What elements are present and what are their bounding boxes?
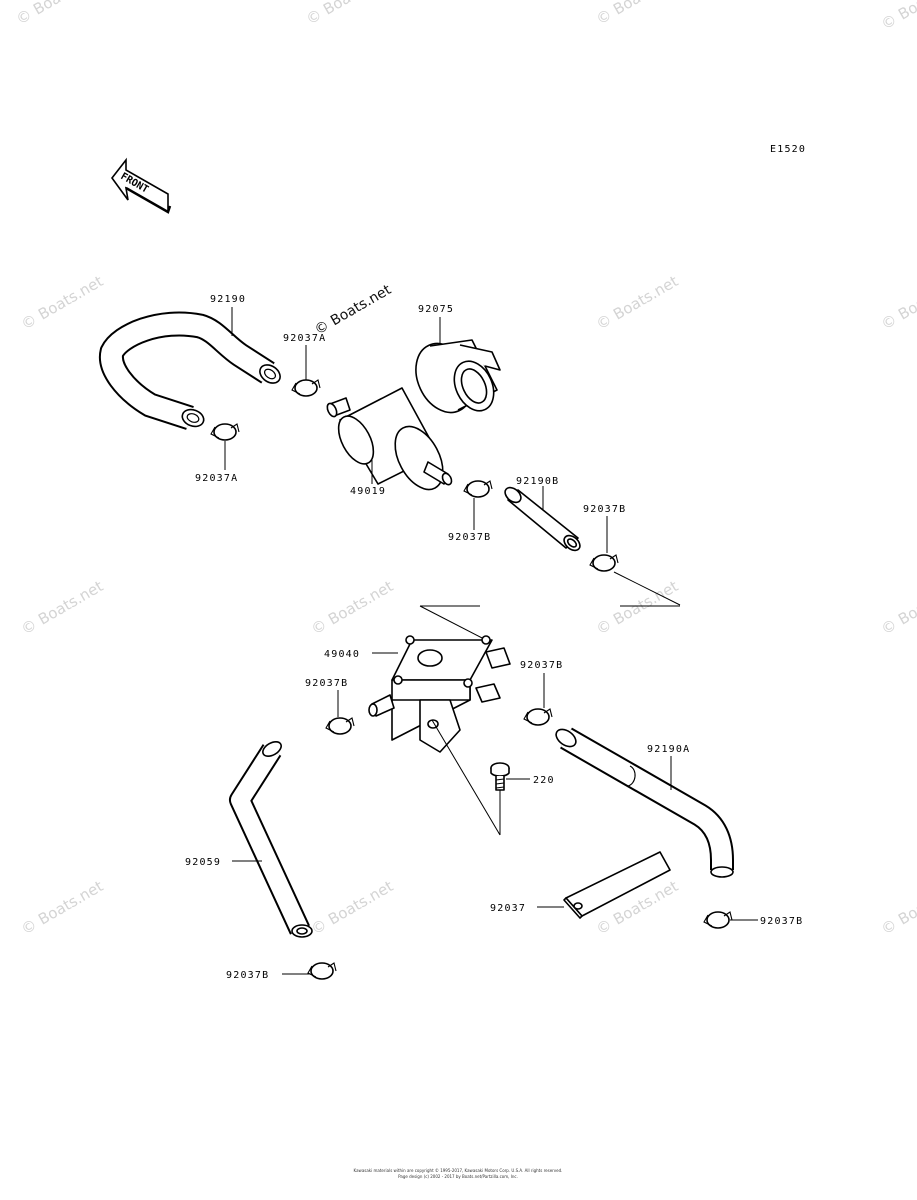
watermark: © Boats.net xyxy=(18,577,106,638)
watermark: © Boats.net xyxy=(13,0,101,28)
hose-92059 xyxy=(229,740,313,938)
hose-92190a xyxy=(555,727,734,878)
hose-clamp-92037b-pump-left xyxy=(325,717,355,735)
bracket-92037 xyxy=(563,851,671,919)
callout-92037b-right: 92037B xyxy=(583,504,626,515)
watermark: © Boats.net xyxy=(878,272,917,333)
watermark: © Boats.net xyxy=(303,0,391,28)
callout-92037b-filter: 92037B xyxy=(448,532,491,543)
callout-92190a: 92190A xyxy=(647,744,690,755)
hose-clamp-92037a-top xyxy=(291,379,321,397)
watermark: © Boats.net xyxy=(878,877,917,938)
hose-clamp-92037b-pump-right xyxy=(523,708,553,726)
fuel-filter-49019 xyxy=(326,387,453,491)
hose-clamp-92037b-right xyxy=(589,554,619,572)
front-arrow-icon: FRONT xyxy=(110,157,172,214)
callout-92037: 92037 xyxy=(490,903,526,914)
watermark: © Boats.net xyxy=(593,577,681,638)
copyright-line-2: Page design (c) 2002 - 2017 by Boats.net… xyxy=(398,1174,518,1179)
callout-92037b-pump-left: 92037B xyxy=(305,678,348,689)
watermark: © Boats.net xyxy=(593,0,681,28)
hose-92190b xyxy=(504,486,581,552)
watermark: © Boats.net xyxy=(878,0,917,33)
callout-92037a-top: 92037A xyxy=(283,333,326,344)
callout-92037b-lower-right: 92037B xyxy=(760,916,803,927)
callout-92037a-bottom: 92037A xyxy=(195,473,238,484)
hose-92190 xyxy=(98,311,281,430)
watermark: © Boats.net xyxy=(18,877,106,938)
callout-92037b-pump-right: 92037B xyxy=(520,660,563,671)
callout-92190: 92190 xyxy=(210,294,246,305)
callout-92059: 92059 xyxy=(185,857,221,868)
hose-clamp-92037a-bottom xyxy=(210,423,240,441)
callout-92075: 92075 xyxy=(418,304,454,315)
filter-holder-92075 xyxy=(415,339,501,414)
fuel-pump-49040 xyxy=(368,635,511,753)
watermark-dark: © Boats.net xyxy=(312,282,394,339)
watermark: © Boats.net xyxy=(308,577,396,638)
copyright-line-1: Kawasaki materials within are copyright … xyxy=(354,1168,563,1173)
callout-92190b: 92190B xyxy=(516,476,559,487)
diagram-code: E1520 xyxy=(770,144,806,155)
watermark: © Boats.net xyxy=(878,577,917,638)
bolt-220 xyxy=(490,762,510,791)
hose-clamp-92037b-lower-left xyxy=(307,962,337,980)
watermark-layer: © Boats.net © Boats.net © Boats.net © Bo… xyxy=(13,0,917,938)
callout-49019: 49019 xyxy=(350,486,386,497)
hose-clamp-92037b-lower-right xyxy=(703,911,733,929)
callout-220: 220 xyxy=(533,775,555,786)
callout-49040: 49040 xyxy=(324,649,360,660)
callout-92037b-lower-left: 92037B xyxy=(226,970,269,981)
watermark: © Boats.net xyxy=(593,272,681,333)
watermark: © Boats.net xyxy=(18,272,106,333)
watermark: © Boats.net xyxy=(308,877,396,938)
hose-clamp-92037b-filter xyxy=(463,480,493,498)
